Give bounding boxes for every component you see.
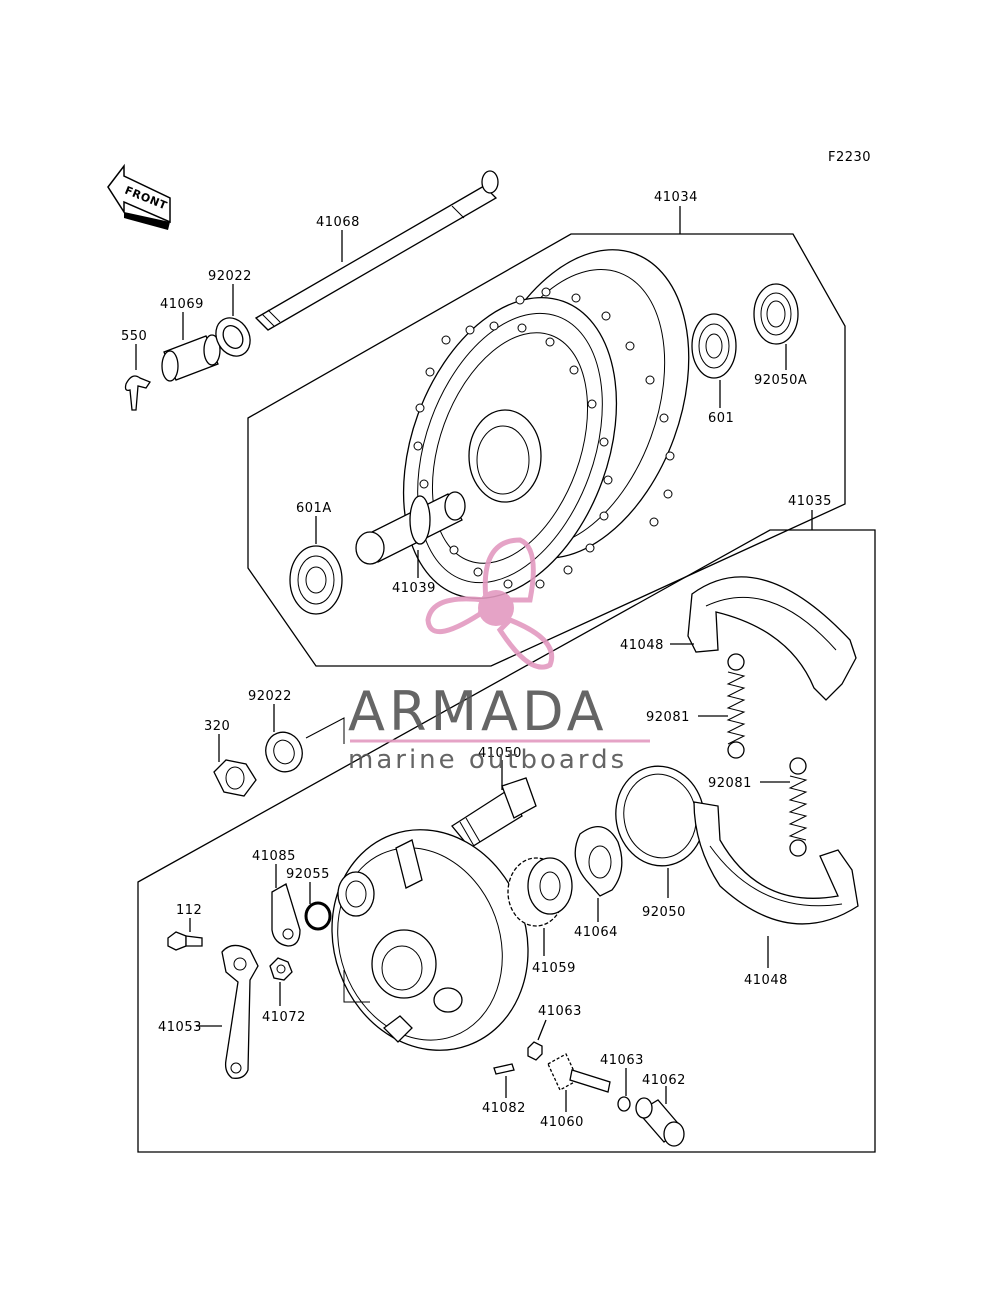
nut-part-320	[213, 759, 257, 797]
bearing-part-601	[691, 313, 737, 379]
label-92022-upper: 92022	[208, 269, 252, 284]
label-92050: 92050	[642, 905, 686, 920]
label-320: 320	[204, 719, 230, 734]
label-601: 601	[708, 411, 734, 426]
label-41053: 41053	[158, 1020, 202, 1035]
seal-part-92050a	[753, 283, 799, 345]
label-41064: 41064	[574, 925, 618, 940]
label-112: 112	[176, 903, 202, 918]
brake-panel-part	[331, 829, 529, 1051]
label-41068: 41068	[316, 215, 360, 230]
label-41063-lower: 41063	[600, 1053, 644, 1068]
watermark-brand: ARMADA	[348, 680, 608, 743]
label-41050: 41050	[478, 746, 522, 761]
armada-watermark: ARMADA marine outboards	[348, 537, 650, 775]
brake-cam-part	[451, 777, 537, 849]
pinion-part	[547, 1053, 611, 1093]
wear-indicator-part	[271, 883, 301, 947]
brake-panel-group-outline	[137, 529, 876, 1153]
label-601a: 601A	[296, 501, 332, 516]
propeller-logo-icon	[425, 537, 554, 670]
label-41034: 41034	[654, 190, 698, 205]
label-92050a: 92050A	[754, 373, 807, 388]
label-41069: 41069	[160, 297, 204, 312]
label-41063-upper: 41063	[538, 1004, 582, 1019]
label-41048-lower: 41048	[744, 973, 788, 988]
bushing-part	[635, 1097, 685, 1147]
label-41072: 41072	[262, 1010, 306, 1025]
wheel-hub-group-outline	[247, 233, 846, 667]
label-92081-lower: 92081	[708, 776, 752, 791]
bolt-part-112	[167, 931, 203, 951]
spring-part-lower	[788, 757, 808, 857]
label-41060: 41060	[540, 1115, 584, 1130]
label-41035: 41035	[788, 494, 832, 509]
watermark-tagline: marine outboards	[348, 745, 627, 775]
label-41059: 41059	[532, 961, 576, 976]
retainer-part	[574, 826, 623, 897]
brake-shoe-part-lower	[693, 801, 859, 925]
seal-part-lower	[265, 731, 303, 773]
brake-lever-part	[221, 944, 259, 1079]
label-41048-upper: 41048	[620, 638, 664, 653]
washer-part-lower	[617, 1096, 631, 1112]
cotter-pin-part	[124, 375, 151, 411]
o-ring-part	[304, 901, 332, 931]
washer-part-upper	[527, 1041, 543, 1061]
drive-gear-part	[507, 857, 573, 927]
label-41039: 41039	[392, 581, 436, 596]
front-arrow-icon: FRONT	[107, 163, 171, 230]
panel-seal-part	[337, 871, 375, 917]
wheel-hub-part	[402, 249, 690, 600]
label-41085: 41085	[252, 849, 296, 864]
label-550: 550	[121, 329, 147, 344]
label-41082: 41082	[482, 1101, 526, 1116]
label-92022-lower: 92022	[248, 689, 292, 704]
label-92081-upper: 92081	[646, 710, 690, 725]
seal-part-upper	[215, 317, 251, 357]
spacer-part	[161, 334, 221, 382]
nut-part-41072	[269, 957, 293, 981]
pin-part	[493, 1063, 515, 1075]
figure-code: F2230	[828, 150, 871, 165]
label-92055: 92055	[286, 867, 330, 882]
spring-part-upper	[726, 653, 746, 759]
hub-spacer-part	[355, 491, 466, 565]
label-41062: 41062	[642, 1073, 686, 1088]
axle-part	[254, 170, 499, 331]
brake-shoe-part-upper	[687, 576, 857, 701]
bearing-part-601a	[289, 545, 343, 615]
